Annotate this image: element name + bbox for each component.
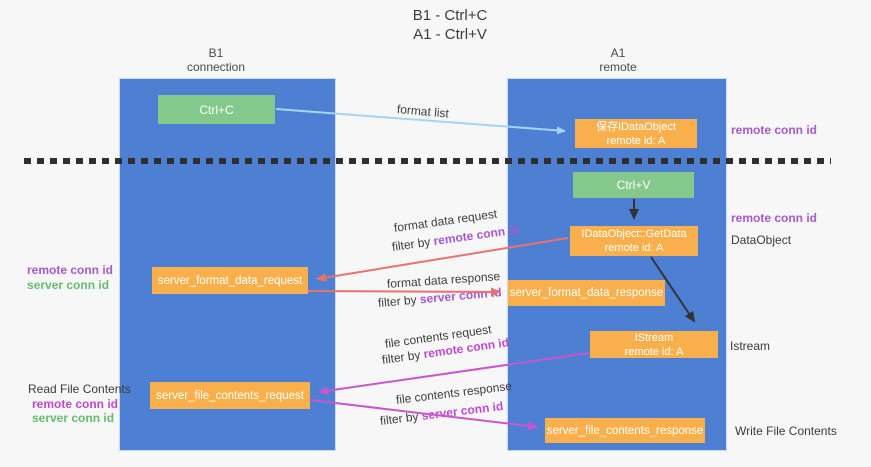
- node-server-file-contents-response: server_file_contents_response: [545, 418, 705, 443]
- title-line-2: A1 - Ctrl+V: [413, 26, 487, 43]
- annotation-server-conn-id-left-2: server conn id: [32, 411, 115, 425]
- node-server-format-data-response: server_format_data_response: [508, 280, 665, 306]
- annotation-remote-conn-id-left-2: remote conn id: [32, 397, 119, 411]
- node-ctrl-v: Ctrl+V: [573, 172, 694, 198]
- node-istream-line2: remote id: A: [624, 345, 684, 358]
- node-ctrl-v-label: Ctrl+V: [616, 178, 651, 192]
- lane-header-b1: B1 connection: [187, 46, 245, 74]
- node-getdata-line1: IDataObject::GetData: [581, 228, 687, 240]
- node-store-line1: 保存IDataObject: [595, 120, 677, 133]
- annotation-remote-conn-id-left: remote conn id: [27, 263, 114, 277]
- annotation-read-file-contents: Read File Contents: [28, 382, 131, 396]
- annotation-remote-conn-id-mid-right: remote conn id: [731, 211, 818, 225]
- node-store-line2: remote id: A: [606, 134, 666, 147]
- node-idataobject-getdata: IDataObject::GetData remote id: A: [570, 226, 698, 256]
- node-store-idataobject: 保存IDataObject remote id: A: [575, 119, 697, 148]
- annotation-write-file-contents: Write File Contents: [735, 424, 837, 438]
- node-format-request-label: server_format_data_request: [157, 274, 303, 287]
- lane-header-a1: A1 remote: [599, 46, 636, 74]
- annotation-istream: Istream: [730, 339, 771, 353]
- node-server-file-contents-request: server_file_contents_request: [150, 382, 310, 409]
- lane-a1-role: remote: [599, 60, 637, 74]
- server-conn-id-token: server conn id: [420, 398, 504, 423]
- node-istream: IStream remote id: A: [590, 331, 718, 358]
- annotation-server-conn-id-left: server conn id: [27, 278, 110, 292]
- diagram-title: B1 - Ctrl+C A1 - Ctrl+V: [413, 6, 488, 44]
- server-conn-id-token: server conn id: [419, 285, 503, 307]
- filter-by-text: filter by: [391, 234, 435, 254]
- node-getdata-line2: remote id: A: [604, 242, 664, 254]
- node-file-request-label: server_file_contents_request: [156, 389, 304, 402]
- lane-b1-role: connection: [186, 60, 246, 74]
- annotation-remote-conn-id-top-right: remote conn id: [731, 123, 818, 137]
- lane-b1-name: B1: [208, 46, 224, 60]
- node-ctrl-c-label: Ctrl+C: [199, 102, 234, 117]
- title-line-1: B1 - Ctrl+C: [412, 7, 488, 24]
- session-divider-dashed-line: [24, 158, 831, 164]
- annotation-conn-ids-left-top: remote conn id server conn id: [27, 263, 113, 293]
- node-server-format-data-request: server_format_data_request: [152, 267, 308, 294]
- node-istream-line1: IStream: [634, 331, 674, 344]
- filter-by-text: filter by: [377, 292, 421, 310]
- lane-a1-name: A1: [610, 46, 626, 60]
- filter-by-text: filter by: [379, 408, 423, 428]
- node-format-response-label: server_format_data_response: [509, 287, 664, 299]
- annotation-conn-ids-left-bottom: remote conn id server conn id: [32, 397, 118, 425]
- label-format-list: format list: [396, 102, 450, 121]
- node-file-response-label: server_file_contents_response: [546, 424, 704, 437]
- node-ctrl-c: Ctrl+C: [158, 95, 275, 124]
- annotation-dataobject: DataObject: [731, 233, 792, 247]
